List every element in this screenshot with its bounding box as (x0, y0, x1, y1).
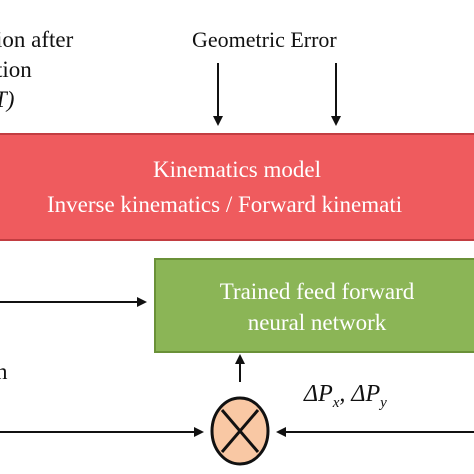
position-label-line2: tion (0, 57, 32, 82)
position-label-clipped: ion after tion T) (0, 24, 110, 124)
nn-label-line2: neural network (247, 310, 387, 335)
geometric-error-label: Geometric Error (192, 27, 337, 52)
position-label-line1: ion after (0, 27, 74, 52)
delta-sep: , (339, 381, 352, 407)
delta-sub-x: x (332, 394, 340, 411)
position-label-line3: T) (0, 87, 15, 112)
delta-px: ΔP (304, 381, 333, 407)
nn-label-line1: Trained feed forward (219, 279, 415, 304)
multiplier-junction-icon (210, 396, 270, 466)
left-fragment-label: n (0, 359, 8, 384)
delta-py: ΔP (351, 381, 381, 407)
kinematics-model-box (0, 133, 474, 241)
neural-network-box (154, 258, 474, 353)
delta-p-label: ΔPx, ΔPy (304, 382, 387, 411)
kinematics-subtitle: Inverse kinematics / Forward kinemati (47, 192, 403, 217)
delta-sub-y: y (380, 394, 387, 411)
kinematics-title: Kinematics model (153, 157, 321, 182)
